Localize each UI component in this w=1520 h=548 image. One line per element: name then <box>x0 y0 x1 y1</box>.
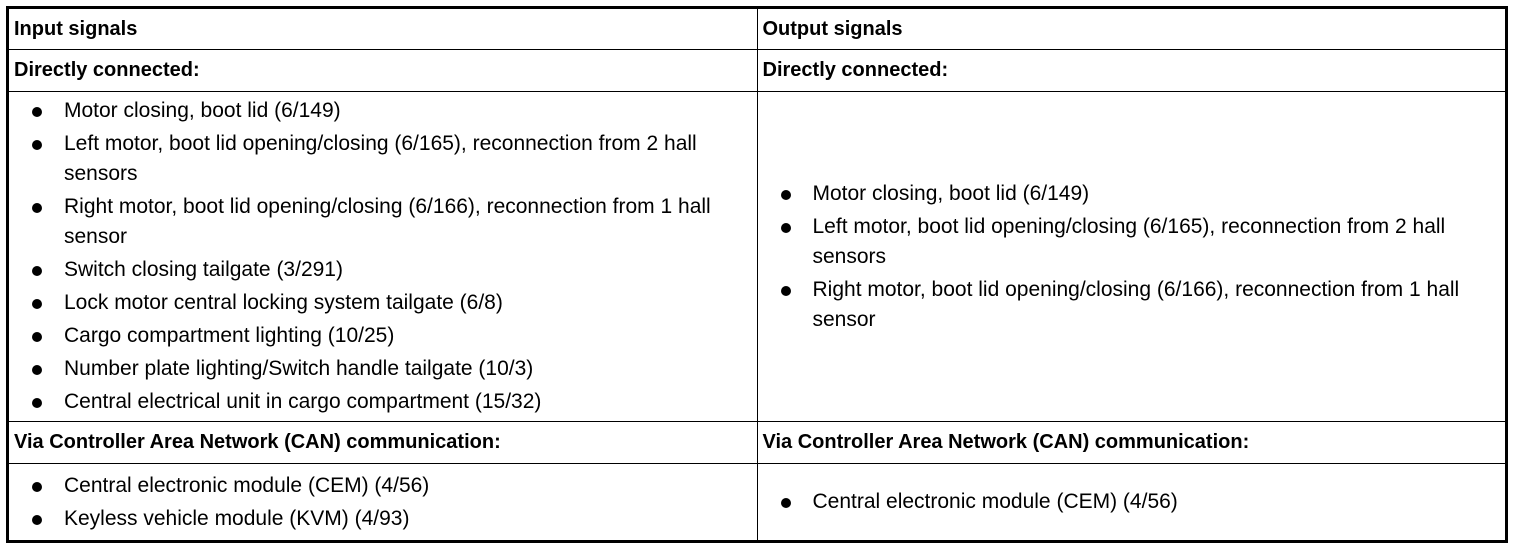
output-direct-list: Motor closing, boot lid (6/149) Left moto… <box>763 179 1501 335</box>
bullet-icon <box>32 107 42 117</box>
input-direct-cell: Motor closing, boot lid (6/149) Left moto… <box>7 91 758 422</box>
output-direct-label: Directly connected: <box>756 49 1507 92</box>
list-item: Lock motor central locking system tailga… <box>14 288 752 318</box>
bullet-icon <box>32 481 42 492</box>
input-direct-list: Motor closing, boot lid (6/149) Left moto… <box>14 96 752 417</box>
output-can-list: Central electronic module (CEM) (4/56) <box>763 487 1501 517</box>
list-item: Central electronic module (CEM) (4/56) <box>14 471 752 501</box>
can-items-row: Central electronic module (CEM) (4/56) Ke… <box>7 463 1507 542</box>
list-item-text: Central electronic module (CEM) (4/56) <box>64 473 430 497</box>
list-item: Left motor, boot lid opening/closing (6/… <box>14 129 752 189</box>
bullet-icon <box>780 222 791 233</box>
list-item-text: Lock motor central locking system tailga… <box>64 291 503 314</box>
input-can-list: Central electronic module (CEM) (4/56) Ke… <box>14 471 752 534</box>
list-item: Motor closing, boot lid (6/149) <box>14 96 752 126</box>
output-signals-header: Output signals <box>756 7 1507 50</box>
output-can-label: Via Controller Area Network (CAN) commun… <box>756 421 1507 464</box>
bullet-icon <box>32 398 42 408</box>
bullet-icon <box>32 299 42 309</box>
bullet-icon <box>32 365 42 375</box>
input-can-label: Via Controller Area Network (CAN) commun… <box>7 421 758 464</box>
list-item-text: Switch closing tailgate (3/291) <box>64 258 343 281</box>
list-item-text: Keyless vehicle module (KVM) (4/93) <box>64 506 410 530</box>
list-item-text: Number plate lighting/Switch handle tail… <box>64 357 534 380</box>
list-item-text: Motor closing, boot lid (6/149) <box>812 181 1090 205</box>
output-direct-cell: Motor closing, boot lid (6/149) Left moto… <box>756 91 1507 422</box>
list-item: Left motor, boot lid opening/closing (6/… <box>763 212 1501 272</box>
list-item: Number plate lighting/Switch handle tail… <box>14 354 752 384</box>
list-item-text: Right motor, boot lid opening/closing (6… <box>812 277 1460 331</box>
list-item: Right motor, boot lid opening/closing (6… <box>14 192 752 252</box>
header-row: Input signals Output signals <box>7 7 1507 50</box>
bullet-icon <box>32 203 42 213</box>
list-item-text: Central electronic module (CEM) (4/56) <box>812 490 1178 513</box>
direct-items-row: Motor closing, boot lid (6/149) Left moto… <box>7 91 1507 422</box>
input-can-cell: Central electronic module (CEM) (4/56) Ke… <box>7 463 758 542</box>
bullet-icon <box>32 514 42 525</box>
bullet-icon <box>780 189 791 200</box>
list-item-text: Left motor, boot lid opening/closing (6/… <box>64 132 697 185</box>
list-item: Right motor, boot lid opening/closing (6… <box>763 275 1501 335</box>
list-item: Switch closing tailgate (3/291) <box>14 255 752 285</box>
bullet-icon <box>32 140 42 150</box>
bullet-icon <box>32 266 42 276</box>
bullet-icon <box>780 498 791 508</box>
list-item-text: Left motor, boot lid opening/closing (6/… <box>812 214 1446 268</box>
list-item-text: Cargo compartment lighting (10/25) <box>64 324 395 347</box>
list-item-text: Central electrical unit in cargo compart… <box>64 390 542 413</box>
list-item: Central electrical unit in cargo compart… <box>14 387 752 417</box>
can-label-row: Via Controller Area Network (CAN) commun… <box>7 421 1507 464</box>
list-item-text: Motor closing, boot lid (6/149) <box>64 99 341 122</box>
list-item-text: Right motor, boot lid opening/closing (6… <box>64 195 711 248</box>
direct-label-row: Directly connected: Directly connected: <box>7 49 1507 92</box>
list-item: Central electronic module (CEM) (4/56) <box>763 487 1501 517</box>
output-can-cell: Central electronic module (CEM) (4/56) <box>756 463 1507 542</box>
input-direct-label: Directly connected: <box>7 49 758 92</box>
input-signals-header: Input signals <box>7 7 758 50</box>
bullet-icon <box>780 285 791 296</box>
list-item: Motor closing, boot lid (6/149) <box>763 179 1501 209</box>
list-item: Cargo compartment lighting (10/25) <box>14 321 752 351</box>
signals-table: Input signals Output signals Directly co… <box>6 6 1508 543</box>
bullet-icon <box>32 332 42 342</box>
list-item: Keyless vehicle module (KVM) (4/93) <box>14 504 752 534</box>
